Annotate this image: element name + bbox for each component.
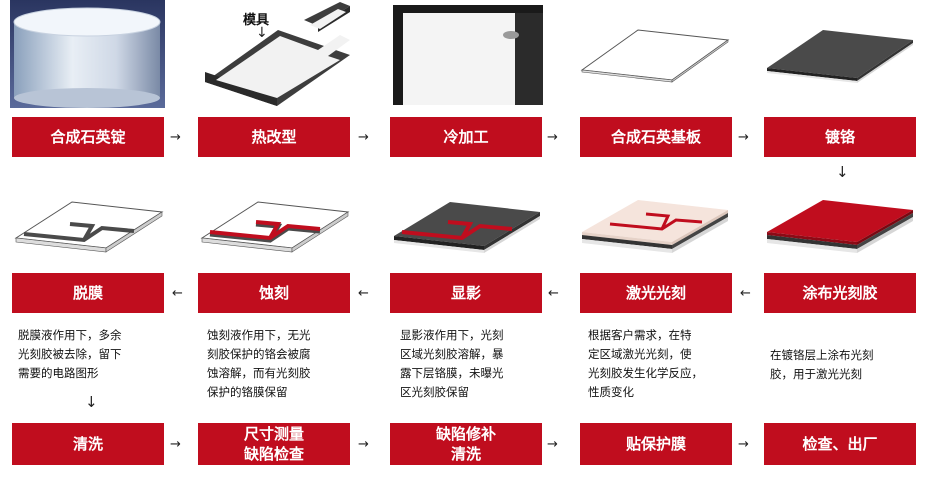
step-label-line2: 缺陷检查	[243, 445, 304, 463]
step-develop: 显影	[390, 273, 542, 313]
quartz-substrate-image	[580, 29, 730, 83]
step-label: 冷加工	[443, 128, 489, 146]
etch-description: 蚀刻液作用下，无光 刻胶保护的铬会被腐 蚀溶解，而有光刻胶 保护的铬膜保留	[207, 328, 311, 399]
arrow-right-icon: →	[547, 130, 558, 145]
arrow-down-icon: ↓	[836, 163, 849, 181]
arrow-right-icon: →	[738, 437, 749, 452]
arrow-right-icon: →	[358, 130, 369, 145]
arrow-right-icon: →	[547, 437, 558, 452]
step-quartz-substrate: 合成石英基板	[580, 117, 732, 157]
step-label-line1: 尺寸测量	[243, 425, 304, 443]
step-laser-lithography: 激光光刻	[580, 273, 732, 313]
step-label: 清洗	[72, 435, 103, 453]
step-resist-coating: 涂布光刻胶	[764, 273, 916, 313]
step-inspect-ship: 检查、出厂	[764, 423, 916, 465]
step-label: 涂布光刻胶	[802, 284, 878, 302]
resist-coated-substrate-image	[767, 200, 913, 253]
strip-description: 脱膜液作用下，多余 光刻胶被去除，留下 需要的电路图形	[18, 328, 122, 380]
arrow-right-icon: →	[170, 437, 181, 452]
step-cleaning: 清洗	[12, 423, 164, 465]
step-label: 贴保护膜	[625, 435, 686, 453]
mold-label: 模具	[243, 13, 270, 28]
step-label: 合成石英基板	[610, 128, 701, 146]
arrow-left-icon: ←	[548, 286, 559, 301]
step-protective-film: 贴保护膜	[580, 423, 732, 465]
step-label: 镀铬	[824, 128, 855, 146]
step-label-line2: 清洗	[450, 445, 481, 463]
arrow-right-icon: →	[358, 437, 369, 452]
step-label: 检查、出厂	[802, 435, 878, 453]
step-repair-clean: 缺陷修补清洗	[390, 423, 542, 465]
step-measure-inspect: 尺寸测量缺陷检查	[198, 423, 350, 465]
step-chrome-plating: 镀铬	[764, 117, 916, 157]
cold-processing-image	[393, 5, 543, 105]
quartz-ingot-image	[10, 0, 165, 108]
coat-description: 在镀铬层上涂布光刻 胶，用于激光光刻	[770, 348, 874, 381]
develop-description: 显影液作用下，光刻 区域光刻胶溶解，暴 露下层铬膜，未曝光 区光刻胶保留	[400, 328, 504, 399]
step-label: 激光光刻	[625, 284, 686, 302]
chrome-plated-image	[767, 30, 913, 83]
step-label: 蚀刻	[258, 284, 289, 302]
arrow-down-icon: ↓	[85, 393, 98, 411]
step-etch: 蚀刻	[198, 273, 350, 313]
step-label: 显影	[450, 284, 481, 302]
arrow-right-icon: →	[170, 130, 181, 145]
laser-exposed-substrate-image	[582, 200, 728, 253]
arrow-right-icon: →	[738, 130, 749, 145]
arrow-left-icon: ←	[740, 286, 751, 301]
stripped-substrate-image	[14, 201, 164, 253]
step-label: 脱膜	[72, 284, 103, 302]
step-quartz-ingot: 合成石英锭	[12, 117, 164, 157]
arrow-left-icon: ←	[358, 286, 369, 301]
step-label: 热改型	[251, 128, 297, 146]
step-cold-processing: 冷加工	[390, 117, 542, 157]
arrow-left-icon: ←	[172, 286, 183, 301]
laser-description: 根据客户需求，在特 定区域激光光刻，使 光刻胶发生化学反应， 性质变化	[588, 328, 703, 399]
developed-substrate-image	[394, 202, 540, 253]
mold-pointer-arrow: ↓	[256, 25, 268, 41]
step-label: 合成石英锭	[50, 128, 126, 146]
step-strip: 脱膜	[12, 273, 164, 313]
etched-substrate-image	[200, 201, 350, 253]
mold-image	[205, 2, 350, 106]
step-hot-reshaping: 热改型	[198, 117, 350, 157]
step-label-line1: 缺陷修补	[435, 425, 496, 443]
